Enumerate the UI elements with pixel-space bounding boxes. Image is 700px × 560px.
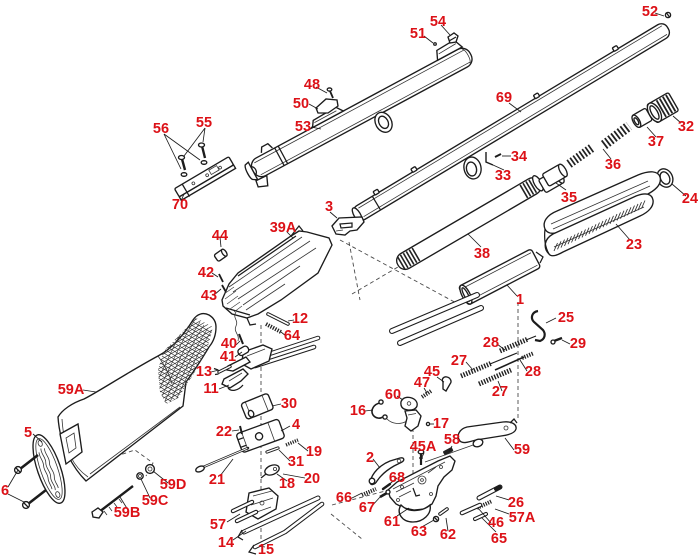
svg-text:37: 37	[648, 134, 664, 150]
svg-text:6: 6	[1, 483, 9, 499]
svg-text:53: 53	[295, 119, 311, 135]
svg-text:20: 20	[304, 471, 320, 487]
svg-text:14: 14	[218, 535, 234, 551]
svg-text:33: 33	[495, 168, 511, 184]
svg-text:64: 64	[284, 328, 300, 344]
svg-text:21: 21	[209, 472, 225, 488]
svg-text:55: 55	[196, 115, 212, 131]
svg-text:50: 50	[293, 96, 309, 112]
svg-text:65: 65	[491, 531, 507, 547]
svg-text:56: 56	[153, 121, 169, 137]
svg-text:48: 48	[304, 77, 320, 93]
svg-text:68: 68	[389, 470, 405, 486]
svg-text:35: 35	[561, 190, 577, 206]
svg-text:63: 63	[411, 524, 427, 540]
svg-text:24: 24	[682, 191, 698, 207]
svg-text:30: 30	[281, 396, 297, 412]
svg-text:16: 16	[350, 403, 366, 419]
svg-text:38: 38	[474, 246, 490, 262]
svg-text:19: 19	[306, 444, 322, 460]
svg-text:57A: 57A	[509, 510, 536, 526]
svg-text:27: 27	[451, 353, 467, 369]
svg-text:18: 18	[279, 476, 295, 492]
svg-text:51: 51	[410, 26, 426, 42]
svg-text:3: 3	[325, 199, 333, 215]
svg-text:36: 36	[605, 157, 621, 173]
svg-text:52: 52	[642, 4, 658, 20]
svg-text:46: 46	[488, 515, 504, 531]
svg-text:13: 13	[196, 364, 212, 380]
svg-text:31: 31	[288, 454, 304, 470]
svg-text:34: 34	[511, 149, 527, 165]
svg-text:32: 32	[678, 119, 694, 135]
svg-text:28: 28	[525, 364, 541, 380]
svg-text:44: 44	[212, 228, 228, 244]
svg-text:40: 40	[221, 336, 237, 352]
svg-text:59D: 59D	[160, 477, 187, 493]
svg-text:1: 1	[516, 292, 524, 308]
svg-text:69: 69	[496, 90, 512, 106]
svg-text:41: 41	[220, 349, 236, 365]
svg-text:12: 12	[292, 311, 308, 327]
svg-text:29: 29	[570, 336, 586, 352]
svg-text:59C: 59C	[142, 493, 169, 509]
svg-text:62: 62	[440, 527, 456, 543]
svg-text:59: 59	[514, 442, 530, 458]
svg-text:5: 5	[24, 425, 32, 441]
svg-text:60: 60	[385, 387, 401, 403]
svg-text:66: 66	[336, 490, 352, 506]
svg-text:58: 58	[444, 432, 460, 448]
svg-text:27: 27	[492, 384, 508, 400]
svg-text:43: 43	[201, 288, 217, 304]
svg-text:28: 28	[483, 335, 499, 351]
svg-text:54: 54	[430, 14, 446, 30]
svg-text:45A: 45A	[410, 439, 437, 455]
svg-text:70: 70	[172, 197, 188, 213]
svg-text:25: 25	[558, 310, 574, 326]
svg-text:61: 61	[384, 514, 400, 530]
svg-text:26: 26	[508, 495, 524, 511]
svg-text:47: 47	[414, 375, 430, 391]
svg-text:11: 11	[203, 381, 218, 397]
svg-text:59A: 59A	[58, 382, 85, 398]
svg-text:45: 45	[424, 364, 440, 380]
svg-text:2: 2	[366, 450, 374, 466]
svg-text:39A: 39A	[270, 220, 297, 236]
svg-text:42: 42	[198, 265, 214, 281]
svg-text:67: 67	[359, 500, 375, 516]
svg-text:57: 57	[210, 517, 226, 533]
svg-text:17: 17	[433, 416, 449, 432]
svg-text:23: 23	[626, 237, 642, 253]
svg-text:4: 4	[292, 417, 300, 433]
svg-text:59B: 59B	[114, 505, 141, 521]
svg-text:15: 15	[258, 542, 274, 558]
svg-text:22: 22	[216, 424, 232, 440]
